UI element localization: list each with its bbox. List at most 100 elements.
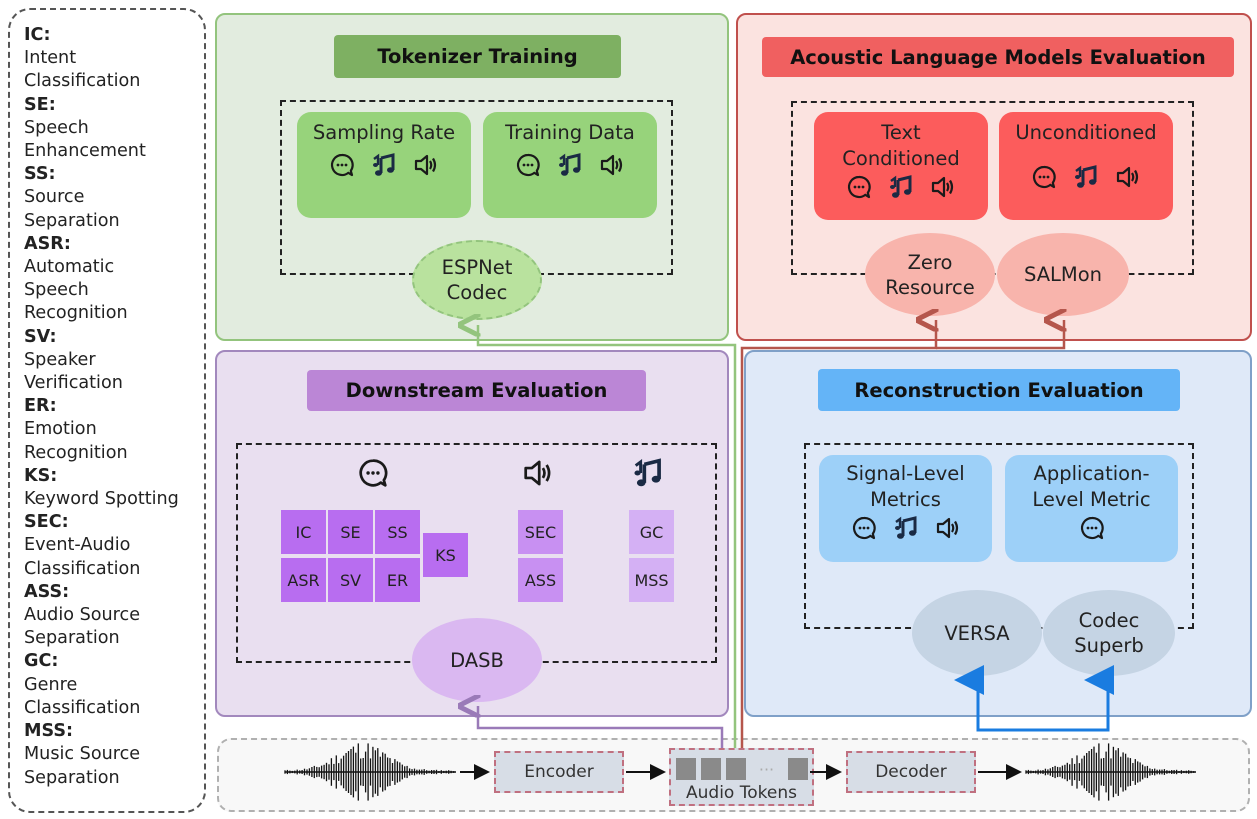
legend-description: Speaker — [24, 349, 96, 370]
legend-description: Speech — [24, 280, 89, 301]
legend-description: Classification — [24, 558, 141, 579]
encoder-label: Encoder — [524, 762, 594, 782]
legend-description: Automatic — [24, 257, 115, 278]
music-icon — [888, 174, 914, 200]
audio-icon — [1115, 164, 1141, 190]
legend-description: Verification — [24, 373, 123, 394]
audio-tokens-label: Audio Tokens — [686, 783, 797, 803]
speech-icon — [846, 174, 872, 200]
connector-waves-to-codec-superb — [1025, 665, 1114, 732]
legend-description: Emotion — [24, 419, 97, 440]
legend-abbr: KS: — [24, 465, 58, 486]
espnet-codec-line2: Codec — [446, 281, 508, 304]
text-conditioned-line2: Conditioned — [842, 147, 960, 170]
music-icon — [893, 515, 919, 541]
music-icon — [1073, 164, 1099, 190]
task-chip-sv: SV — [328, 558, 373, 602]
salmon-tool: SALMon — [997, 233, 1129, 316]
legend-abbr: SE: — [24, 94, 56, 115]
training-data-icons — [515, 152, 625, 178]
downstream-speech-icon — [357, 457, 389, 489]
music-icon — [371, 152, 397, 178]
speech-icon — [1031, 164, 1057, 190]
training-data-card: Training Data — [483, 112, 657, 218]
downstream-audio-icon — [522, 457, 554, 489]
audio-icon — [599, 152, 625, 178]
text-conditioned-line1: Text — [881, 121, 921, 144]
zero-resource-tool: Zero Resource — [865, 233, 995, 316]
dasb-label: DASB — [450, 648, 504, 672]
signal-level-metrics-card: Signal-Level Metrics — [819, 455, 992, 562]
signal-level-line1: Signal-Level — [846, 462, 965, 485]
legend-description: Classification — [24, 71, 141, 92]
token-row: ··· — [675, 757, 808, 781]
downstream-music-icon — [632, 457, 664, 489]
tokenizer-training-title: Tokenizer Training — [334, 35, 621, 78]
versa-tool: VERSA — [912, 590, 1042, 676]
legend-abbr: SV: — [24, 326, 57, 347]
token-ellipsis: ··· — [758, 759, 775, 779]
task-chip-er: ER — [375, 558, 420, 602]
legend-description: Classification — [24, 697, 141, 718]
application-level-line2: Level Metric — [1032, 488, 1151, 511]
decoder-label: Decoder — [875, 762, 947, 782]
connector-tokens-to-espnet — [478, 325, 737, 748]
legend-description: Event-Audio — [24, 535, 131, 556]
text-conditioned-icons — [846, 174, 956, 200]
legend-description: Recognition — [24, 442, 128, 463]
task-chip-asr: ASR — [281, 558, 326, 602]
speech-icon — [851, 515, 877, 541]
decoder-block: Decoder — [846, 751, 976, 793]
task-chip-ass: ASS — [518, 558, 563, 602]
espnet-codec-tool: ESPNet Codec — [412, 240, 542, 320]
sampling-rate-icons — [329, 152, 439, 178]
token-cell — [675, 758, 696, 780]
codec-superb-line1: Codec — [1078, 609, 1140, 632]
legend-description: Enhancement — [24, 141, 146, 162]
connector-tokens-to-dasb — [478, 706, 724, 748]
audio-icon — [413, 152, 439, 178]
legend-abbr: ER: — [24, 396, 57, 417]
reconstruction-evaluation-title: Reconstruction Evaluation — [818, 369, 1180, 411]
legend-description: Audio Source — [24, 605, 141, 626]
legend-abbr: ASR: — [24, 233, 71, 254]
input-waveform — [284, 743, 456, 801]
versa-label: VERSA — [944, 621, 1010, 645]
token-cell — [787, 758, 808, 780]
legend-description: Genre — [24, 674, 78, 695]
encoder-block: Encoder — [494, 751, 624, 793]
sampling-rate-label: Sampling Rate — [312, 121, 456, 144]
audio-tokens-block: ··· Audio Tokens — [669, 748, 814, 806]
connector-tokens-to-zero-resource — [740, 320, 936, 748]
legend-description: Music Source — [24, 744, 141, 765]
unconditioned-icons — [1031, 164, 1141, 190]
unconditioned-label: Unconditioned — [1015, 121, 1157, 144]
audio-icon — [930, 174, 956, 200]
training-data-label: Training Data — [505, 121, 635, 144]
signal-level-line2: Metrics — [870, 488, 941, 511]
legend-abbr: IC: — [24, 25, 51, 45]
legend-description: Speech — [24, 117, 89, 138]
token-cell — [725, 758, 746, 780]
legend-abbr: SEC: — [24, 512, 69, 533]
legend-description: Separation — [24, 210, 120, 231]
legend-abbr: MSS: — [24, 721, 74, 742]
speech-icon — [515, 152, 541, 178]
dasb-tool: DASB — [412, 618, 542, 702]
task-chip-ic: IC — [281, 510, 326, 554]
connector-waves-to-versa — [954, 665, 1025, 732]
task-chip-sec: SEC — [518, 510, 563, 554]
legend-description: Recognition — [24, 303, 128, 324]
legend-description: Keyword Spotting — [24, 489, 179, 510]
task-chip-ss: SS — [375, 510, 420, 554]
codec-superb-line2: Superb — [1074, 634, 1144, 657]
music-icon — [557, 152, 583, 178]
legend-abbr: SS: — [24, 164, 56, 185]
application-level-metric-card: Application- Level Metric — [1005, 455, 1178, 562]
connector-tokens-to-salmon — [936, 320, 1064, 350]
speech-icon — [1079, 515, 1105, 541]
token-cell — [700, 758, 721, 780]
legend-abbr: GC: — [24, 651, 59, 672]
